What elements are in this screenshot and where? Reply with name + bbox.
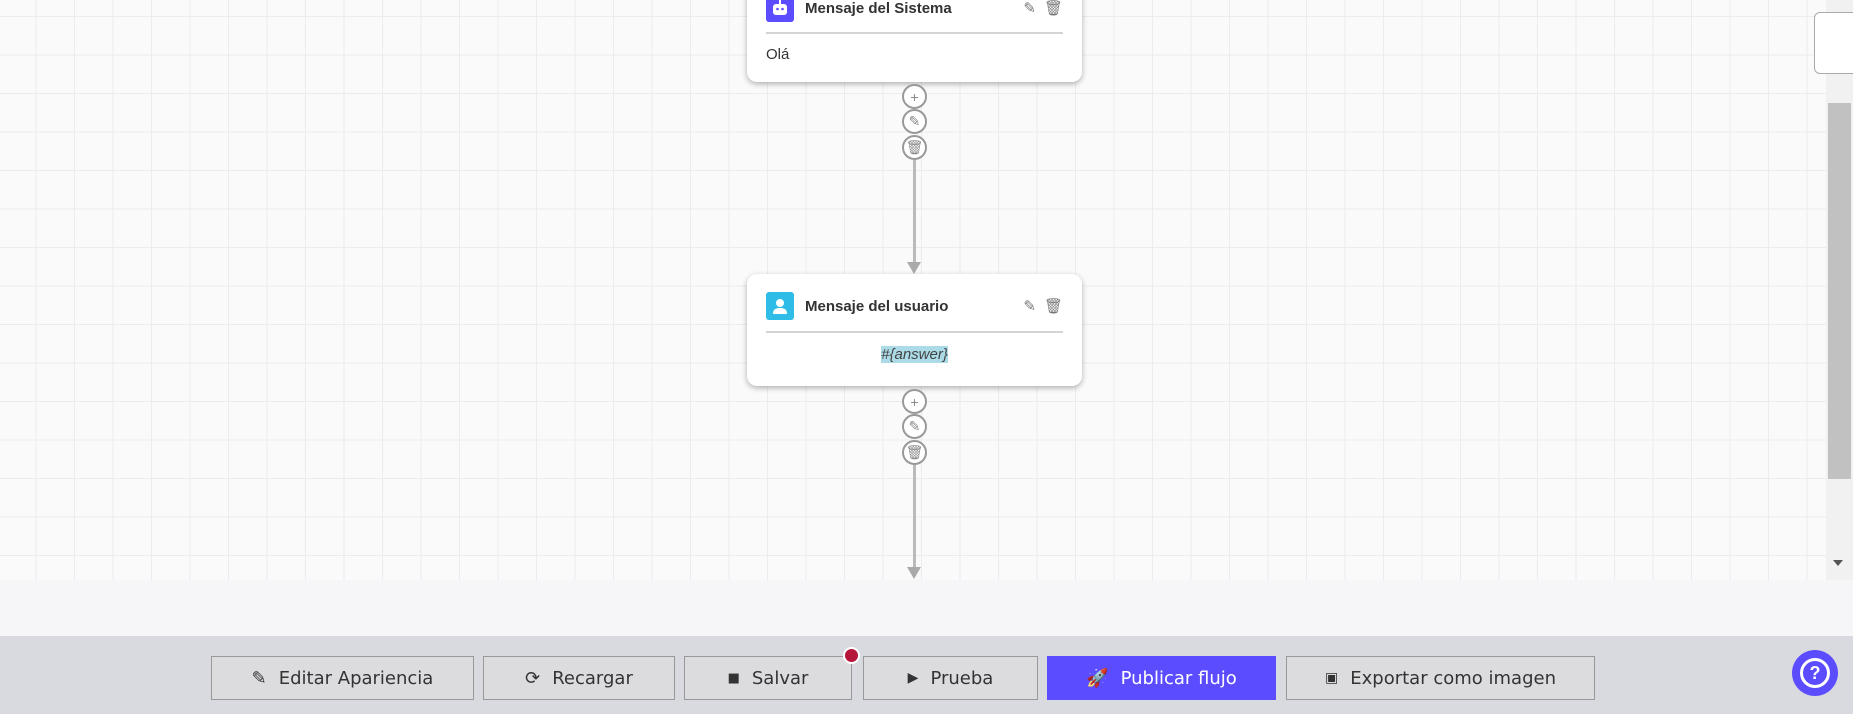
divider <box>766 32 1063 34</box>
connector-arrow <box>907 567 921 579</box>
save-button[interactable]: ■Salvar <box>684 656 852 700</box>
rocket-icon: 🚀 <box>1086 667 1109 689</box>
edit-connection-button[interactable]: ✎ <box>902 109 927 134</box>
flow-canvas[interactable]: Mensaje del Sistema ✎🗑 Olá + ✎ 🗑 Mensaje… <box>0 0 1826 580</box>
scroll-down-arrow[interactable] <box>1833 560 1843 566</box>
pencil-icon[interactable]: ✎ <box>1023 298 1036 315</box>
add-node-button[interactable]: + <box>902 84 927 109</box>
connector-line <box>913 465 916 569</box>
refresh-icon: ⟳ <box>525 667 541 689</box>
trash-icon[interactable]: 🗑 <box>1043 0 1063 17</box>
reload-button[interactable]: ⟳Recargar <box>483 656 675 700</box>
node-content: #{answer} <box>881 346 948 363</box>
node-title: Mensaje del Sistema <box>805 0 952 17</box>
add-node-button[interactable]: + <box>902 389 927 414</box>
play-icon: ▶ <box>907 670 919 686</box>
help-button[interactable]: ? <box>1792 650 1838 696</box>
edit-appearance-button[interactable]: ✎Editar Apariencia <box>211 656 474 700</box>
node-title: Mensaje del usuario <box>805 297 949 315</box>
connector-line <box>913 160 916 264</box>
pencil-icon[interactable]: ✎ <box>1023 0 1036 17</box>
node-content: Olá <box>766 46 790 63</box>
scrollbar-thumb[interactable] <box>1828 103 1851 479</box>
unsaved-indicator <box>843 647 860 664</box>
export-image-button[interactable]: ▣Exportar como imagen <box>1286 656 1595 700</box>
bottom-toolbar: ✎Editar Apariencia ⟳Recargar ■Salvar ▶Pr… <box>0 636 1853 714</box>
edit-icon: ✎ <box>251 667 267 689</box>
question-icon: ? <box>1800 658 1830 688</box>
trash-icon[interactable]: 🗑 <box>1043 298 1063 315</box>
floppy-icon: ■ <box>727 670 740 686</box>
image-icon: ▣ <box>1325 670 1339 686</box>
delete-connection-button[interactable]: 🗑 <box>902 440 927 465</box>
connector-arrow <box>907 262 921 274</box>
user-icon <box>766 292 794 320</box>
publish-flow-button[interactable]: 🚀Publicar flujo <box>1047 656 1276 700</box>
node-system-message[interactable]: Mensaje del Sistema ✎ 🗑 Olá <box>747 0 1082 82</box>
edit-connection-button[interactable]: ✎ <box>902 414 927 439</box>
test-button[interactable]: ▶Prueba <box>863 656 1038 700</box>
minimap-panel[interactable] <box>1814 12 1853 74</box>
node-user-message[interactable]: Mensaje del usuario ✎ 🗑 #{answer} <box>747 274 1082 386</box>
robot-icon <box>766 0 794 22</box>
delete-connection-button[interactable]: 🗑 <box>902 135 927 160</box>
divider <box>766 331 1063 333</box>
